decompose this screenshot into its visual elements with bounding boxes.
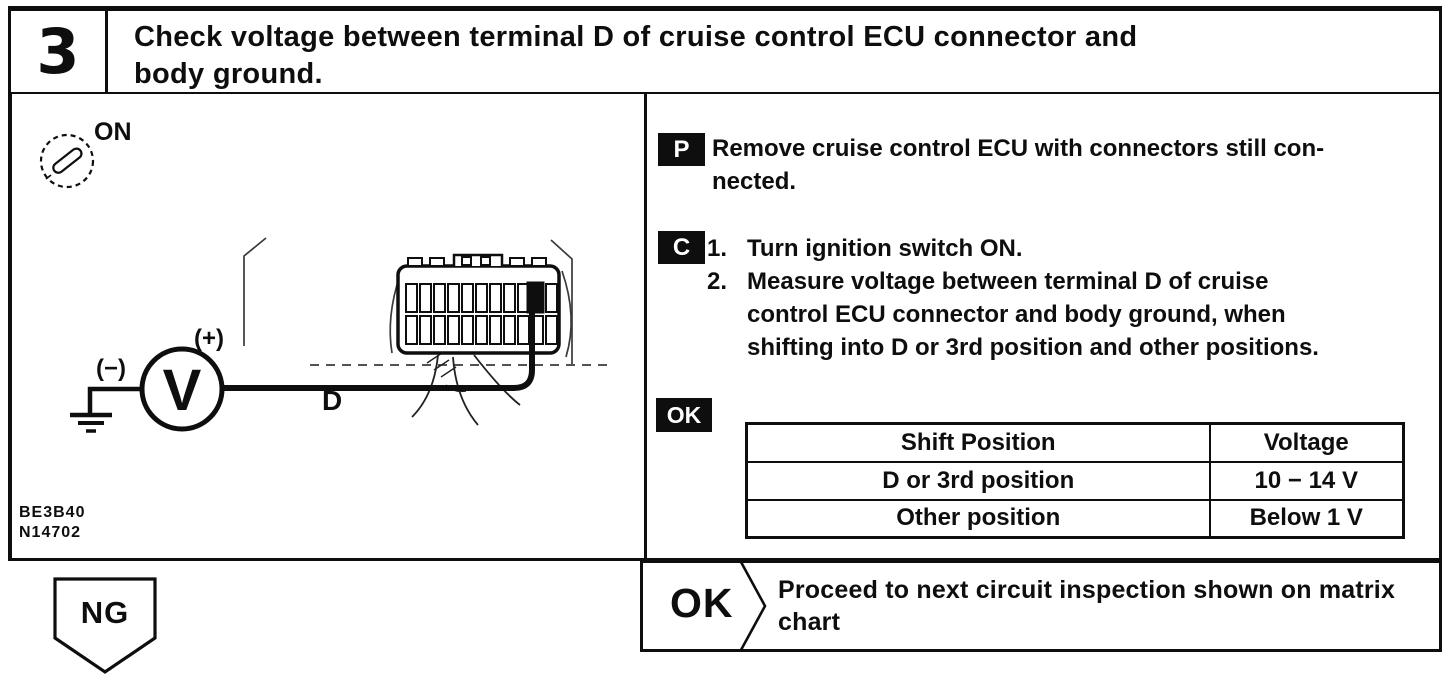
probe-wire bbox=[222, 311, 535, 391]
cell-shift-position: Other position bbox=[745, 498, 1211, 539]
ecu-connector bbox=[396, 253, 561, 355]
check-badge: C bbox=[658, 231, 705, 264]
check-item-2-text: Measure voltage between terminal D of cr… bbox=[747, 265, 1319, 364]
ok-result-text: Proceed to next circuit inspection shown… bbox=[778, 574, 1395, 638]
cell-voltage: Below 1 V bbox=[1208, 498, 1405, 539]
wire-d-label: D bbox=[322, 385, 342, 416]
ok-spec-badge: OK bbox=[656, 398, 712, 432]
ng-result-banner: NG bbox=[53, 577, 157, 674]
step-title: Check voltage between terminal D of crui… bbox=[108, 11, 1137, 92]
table-row: Other position Below 1 V bbox=[745, 498, 1405, 539]
prepare-line-1: Remove cruise control ECU with connector… bbox=[712, 135, 1325, 162]
ok-result-label: OK bbox=[670, 580, 734, 626]
check-item-2-line-2: control ECU connector and body ground, w… bbox=[747, 301, 1286, 328]
check-item-2-line-1: Measure voltage between terminal D of cr… bbox=[747, 268, 1269, 295]
ignition-on-label: ON bbox=[94, 118, 132, 146]
ground-symbol bbox=[70, 386, 142, 433]
header-voltage: Voltage bbox=[1208, 422, 1405, 463]
check-item-2-number: 2. bbox=[707, 268, 728, 295]
header-shift-position: Shift Position bbox=[745, 422, 1211, 463]
panel-divider bbox=[644, 94, 647, 561]
ok-result-box bbox=[640, 560, 1442, 652]
ignition-switch-icon bbox=[39, 133, 95, 189]
cell-voltage: 10 − 14 V bbox=[1208, 460, 1405, 501]
table-header-row: Shift Position Voltage bbox=[745, 422, 1405, 463]
voltage-spec-table: Shift Position Voltage D or 3rd position… bbox=[745, 422, 1405, 539]
check-item-2-line-3: shifting into D or 3rd position and othe… bbox=[747, 334, 1319, 361]
ng-label: NG bbox=[81, 595, 130, 630]
step-number: 3 bbox=[36, 15, 80, 88]
figure-code-2: N14702 bbox=[19, 524, 81, 541]
prepare-text: Remove cruise control ECU with connector… bbox=[712, 132, 1324, 198]
step-number-cell: 3 bbox=[11, 11, 108, 92]
minus-label: (−) bbox=[96, 355, 126, 382]
voltmeter-letter: V bbox=[163, 358, 202, 423]
step-title-line-2: body ground. bbox=[134, 58, 323, 90]
voltmeter: V bbox=[139, 346, 225, 432]
ok-result-line-2: chart bbox=[778, 608, 841, 636]
figure-code-1: BE3B40 bbox=[19, 504, 85, 521]
prepare-line-2: nected. bbox=[712, 168, 797, 195]
table-row: D or 3rd position 10 − 14 V bbox=[745, 460, 1405, 501]
step-title-line-1: Check voltage between terminal D of crui… bbox=[134, 21, 1138, 53]
ecu-outline-sketch bbox=[243, 237, 612, 366]
cell-shift-position: D or 3rd position bbox=[745, 460, 1211, 501]
prepare-badge: P bbox=[658, 133, 705, 166]
check-item-1-number: 1. bbox=[707, 235, 728, 262]
step-header: 3 Check voltage between terminal D of cr… bbox=[8, 6, 1442, 95]
check-item-1-text: Turn ignition switch ON. bbox=[747, 235, 1023, 262]
chevron-right-icon bbox=[739, 561, 767, 651]
circuit-diagram: ON bbox=[19, 118, 612, 541]
terminal-d-pin bbox=[526, 281, 545, 314]
plus-label: (+) bbox=[194, 325, 224, 352]
ok-result-line-1: Proceed to next circuit inspection shown… bbox=[778, 576, 1396, 604]
